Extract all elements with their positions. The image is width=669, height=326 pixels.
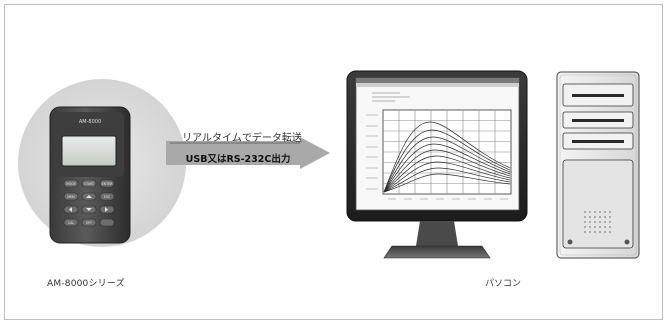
device-key-esc — [99, 192, 115, 201]
device-arrow-glyphs — [69, 195, 108, 212]
monitor-stand — [383, 221, 491, 259]
tower-front-panel — [562, 159, 634, 249]
transfer-top-label: リアルタイムでデータ転送 — [182, 133, 302, 144]
device-key-mem — [63, 192, 79, 201]
key-label-start: START — [84, 182, 94, 186]
device-lcd-screen — [61, 135, 117, 167]
pc-caption: パソコン — [485, 279, 522, 289]
monitor — [346, 70, 528, 222]
device-brand-label: AM-8000 — [79, 119, 101, 125]
screen-plot-curves — [383, 121, 511, 193]
key-label-enter: ENTER — [102, 182, 113, 186]
key-label-off: OFF — [86, 221, 92, 225]
tower-vent-holes — [584, 211, 611, 233]
screen-plot-grid — [383, 110, 511, 194]
key-label-mode: MODE — [66, 182, 76, 186]
tower-power-led — [567, 239, 573, 245]
key-label-mem: MEM — [67, 195, 75, 199]
transfer-bottom-label: USB又はRS-232C出力 — [185, 154, 291, 165]
key-label-esc: ESC — [104, 195, 111, 199]
tower-power-button — [624, 239, 630, 245]
device-caption: AM-8000シリーズ — [47, 279, 125, 289]
device-key-mode — [63, 179, 79, 188]
device-key-start — [81, 179, 97, 188]
pc-tower — [556, 71, 640, 259]
device-key-extra — [99, 218, 115, 227]
am8000-device: AM-8000 MODE START ENTER MEM ESC CAL OFF — [49, 106, 131, 244]
transfer-arrow — [166, 137, 330, 169]
device-key-enter — [99, 179, 115, 188]
device-key-off — [81, 218, 97, 227]
key-label-cal: CAL — [68, 221, 74, 225]
device-key-cal — [63, 218, 79, 227]
